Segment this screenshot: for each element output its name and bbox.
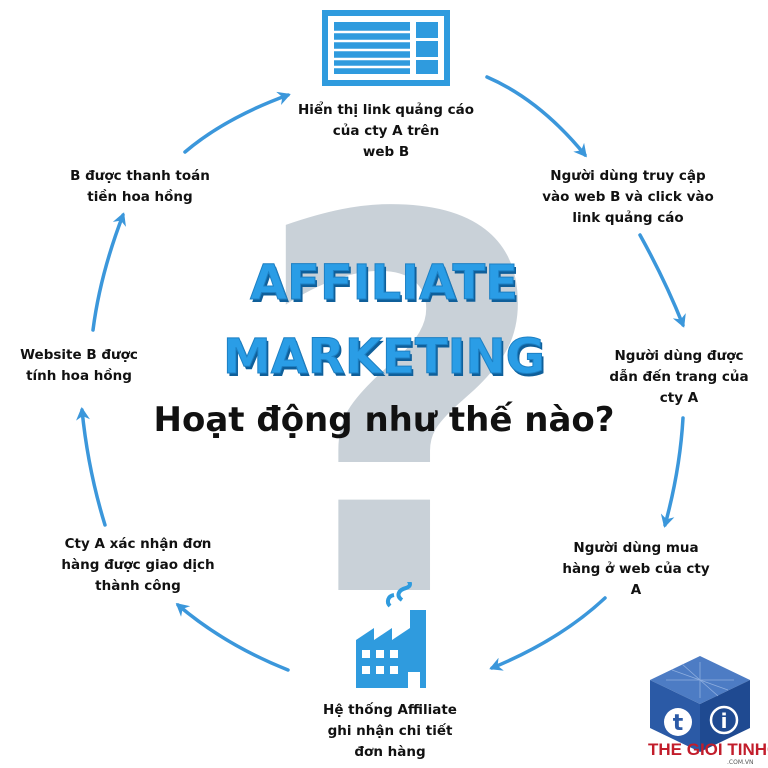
step-8-paid: B được thanh toán tiền hoa hồng bbox=[70, 168, 210, 205]
arrow-5-to-6 bbox=[175, 603, 290, 672]
step-1-display-ad: Hiển thị link quảng cáo của cty A trên w… bbox=[297, 102, 475, 160]
arrow-1-to-2 bbox=[485, 75, 587, 158]
laptop-icon bbox=[322, 10, 450, 86]
title-affiliate: AFFILIATE bbox=[250, 255, 519, 312]
step-3-redirect: Người dùng được dẫn đến trang của cty A bbox=[609, 348, 749, 406]
subtitle: Hoạt động như thế nào? bbox=[153, 400, 615, 440]
arrow-2-to-3 bbox=[638, 233, 686, 328]
logo-brand-text: THE GIOI TINHOC bbox=[648, 740, 768, 759]
svg-text:t: t bbox=[673, 711, 684, 736]
factory-icon bbox=[356, 582, 426, 688]
arrow-4-to-5 bbox=[489, 596, 607, 671]
step-7-commission: Website B được tính hoa hồng bbox=[20, 347, 138, 384]
arrow-8-to-1 bbox=[183, 91, 291, 154]
step-6-confirm: Cty A xác nhận đơn hàng được giao dịch t… bbox=[61, 536, 215, 594]
logo-domain-text: .COM.VN bbox=[727, 759, 754, 766]
arrow-7-to-8 bbox=[91, 212, 126, 332]
step-2-user-clicks: Người dùng truy cập vào web B và click v… bbox=[542, 168, 714, 226]
step-4-purchase: Người dùng mua hàng ở web của cty A bbox=[562, 540, 710, 598]
svg-text:i: i bbox=[721, 709, 728, 733]
arrow-6-to-7 bbox=[76, 407, 107, 527]
question-mark-background: ? bbox=[250, 107, 552, 713]
thegioitinhoc-logo-icon: t i bbox=[650, 656, 750, 752]
arrow-3-to-4 bbox=[660, 416, 685, 528]
step-5-system-records: Hệ thống Affiliate ghi nhận chi tiết đơn… bbox=[323, 702, 457, 760]
title-marketing: MARKETING bbox=[222, 329, 546, 386]
